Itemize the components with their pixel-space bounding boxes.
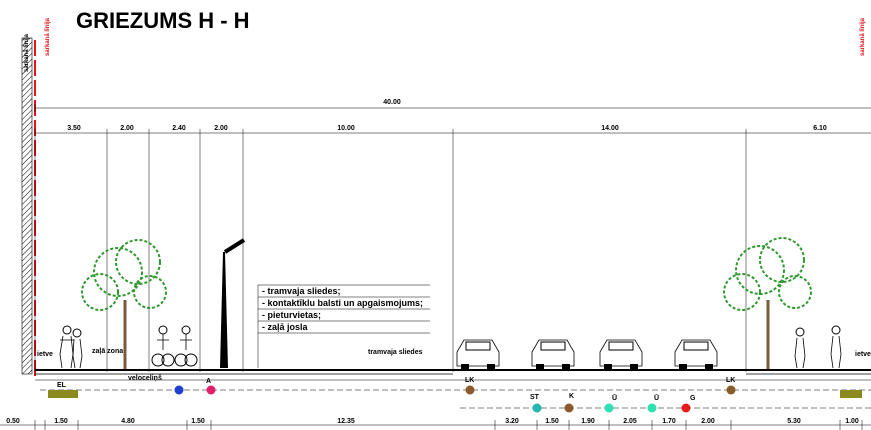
label-sidewalk-left: ietve <box>37 351 53 358</box>
bottom-dim-2: 1.50 <box>54 418 68 425</box>
utility-el-cable <box>48 390 78 398</box>
utility-marker-lk-1 <box>465 385 475 395</box>
label-sidewalk-right: ietve <box>855 351 871 358</box>
utility-code-a: A <box>206 378 211 385</box>
lamp-pole <box>220 238 246 368</box>
top-dim-2: 2.00 <box>120 125 134 132</box>
top-dim-3: 2.40 <box>172 125 186 132</box>
bottom-dim-6: 3.20 <box>505 418 519 425</box>
bottom-dim-13: 1.00 <box>845 418 859 425</box>
bottom-dimension-chain: 0.50 1.50 4.80 1.50 12.35 3.20 1.50 1.90… <box>0 418 871 430</box>
bottom-dim-5: 12.35 <box>337 418 355 425</box>
utility-marker-lk-2 <box>726 385 736 395</box>
top-dim-1: 3.50 <box>67 125 81 132</box>
note-1: - tramvaja sliedes; <box>262 286 341 296</box>
left-boundary: sarkanā līnija sarkanā līnija <box>21 17 51 378</box>
bottom-dim-10: 1.70 <box>662 418 676 425</box>
notes-box: - tramvaja sliedes; - kontaktīklu balsti… <box>257 284 430 368</box>
utility-marker-u-1 <box>604 403 614 413</box>
utility-code-st: ST <box>530 394 540 401</box>
right-boundary-label-red: sarkanā līnija <box>860 17 866 56</box>
left-boundary-label-red: sarkanā līnija <box>45 17 51 56</box>
utility-code-lk-2: LK <box>726 377 735 384</box>
left-boundary-label-black: sarkanā līnija <box>24 33 30 72</box>
drawing-title: GRIEZUMS H - H <box>76 8 250 33</box>
utility-blue-marker <box>174 385 184 395</box>
car-1 <box>456 339 500 369</box>
bottom-dim-8: 1.90 <box>581 418 595 425</box>
utility-marker-a <box>206 385 216 395</box>
utility-marker-st <box>532 403 542 413</box>
cars <box>456 339 718 369</box>
bottom-dim-1: 0.50 <box>6 418 20 425</box>
utility-marker-g <box>681 403 691 413</box>
utility-code-lk-1: LK <box>465 377 474 384</box>
top-dim-6: 14.00 <box>601 125 619 132</box>
top-dim-5: 10.00 <box>337 125 355 132</box>
cyclists <box>151 325 198 367</box>
bottom-dim-9: 2.05 <box>623 418 637 425</box>
bottom-dim-11: 2.00 <box>701 418 715 425</box>
car-2 <box>531 339 575 369</box>
top-dimension-chain: 3.50 2.00 2.40 2.00 10.00 14.00 6.10 <box>34 125 871 372</box>
car-3 <box>599 339 643 369</box>
note-4: - zaļā josla <box>262 322 309 332</box>
street-labels: ietve zaļā zona veloceliņš tramvaja slie… <box>37 348 871 382</box>
utilities: EL A LK ST K Ū Ū G LK <box>48 377 862 413</box>
utility-code-u-1: Ū <box>612 394 617 402</box>
bottom-dim-4: 1.50 <box>191 418 205 425</box>
label-green-zone: zaļā zona <box>92 348 123 355</box>
utility-marker-k <box>564 403 574 413</box>
top-dim-4: 2.00 <box>214 125 228 132</box>
utility-code-u-2: Ū <box>654 394 659 402</box>
tree-left <box>81 239 167 370</box>
bottom-dim-12: 5.30 <box>787 418 801 425</box>
utility-cable-right <box>840 390 862 398</box>
pedestrians-right <box>794 325 842 369</box>
utility-marker-u-2 <box>647 403 657 413</box>
label-tram-tracks: tramvaja sliedes <box>368 349 423 356</box>
tree-right <box>723 237 812 370</box>
utility-code-g: G <box>690 395 696 402</box>
utility-code-k: K <box>569 393 574 400</box>
overall-width-label: 40.00 <box>383 99 401 106</box>
top-dim-7: 6.10 <box>813 125 827 132</box>
note-3: - pieturvietas; <box>262 310 321 320</box>
overall-dimension: 40.00 <box>34 99 871 112</box>
utility-code-el: EL <box>57 382 67 389</box>
note-2: - kontaktīklu balsti un apgaismojums; <box>262 298 423 308</box>
bottom-dim-7: 1.50 <box>545 418 559 425</box>
car-4 <box>674 339 718 369</box>
ground-line <box>35 369 871 381</box>
pedestrians-left <box>59 325 83 369</box>
bottom-dim-3: 4.80 <box>121 418 135 425</box>
label-bike-lane: veloceliņš <box>128 375 162 382</box>
